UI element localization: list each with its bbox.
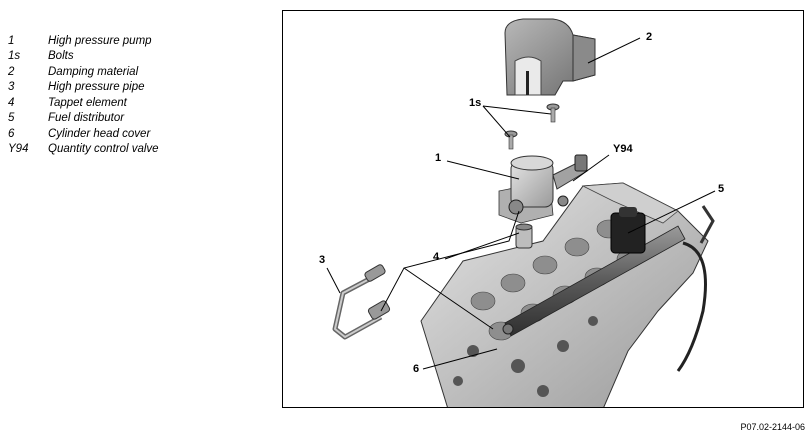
callout-5: 5 (718, 183, 725, 195)
legend-row: 1s Bolts (8, 49, 268, 65)
legend-row: Y94 Quantity control valve (8, 142, 268, 158)
legend-text: High pressure pipe (48, 81, 145, 94)
legend-number: 2 (8, 65, 15, 78)
high-pressure-pipe (332, 264, 391, 340)
legend-number: 1 (8, 34, 15, 47)
legend-text: High pressure pump (48, 34, 152, 47)
legend-row: 4 Tappet element (8, 95, 268, 111)
legend-text: Fuel distributor (48, 112, 125, 125)
legend-row: 5 Fuel distributor (8, 111, 268, 127)
engine-drawing (326, 18, 716, 407)
callout-6: 6 (413, 363, 420, 375)
callout-1: 1 (435, 152, 442, 164)
legend-text: Damping material (48, 65, 139, 78)
legend-row: 6 Cylinder head cover (8, 126, 268, 142)
figure-code: P07.02-2144-06 (740, 422, 805, 432)
callout-3: 3 (319, 254, 326, 266)
legend-text: Bolts (48, 50, 74, 63)
legend-number: 6 (8, 127, 15, 140)
legend-number: 4 (8, 96, 15, 109)
tappet-element (515, 223, 533, 249)
legend-number: Y94 (8, 143, 29, 156)
leader-lines (326, 37, 716, 370)
legend-number: 1s (8, 50, 21, 63)
legend-row: 2 Damping material (8, 64, 268, 80)
damping-material (504, 18, 596, 96)
bolts (504, 103, 560, 150)
legend: 1 High pressure pump 1s Bolts 2 Damping mat… (8, 33, 268, 157)
legend-number: 3 (8, 81, 15, 94)
callout-1s: 1s (469, 97, 482, 109)
legend-text: Quantity control valve (48, 143, 159, 156)
high-pressure-pump (498, 154, 588, 224)
fuel-distributor (502, 207, 686, 337)
callout-y94: Y94 (613, 143, 633, 155)
engine-illustration: 2 1s 1 Y94 5 4 3 6 (282, 10, 804, 408)
legend-text: Tappet element (48, 96, 127, 109)
legend-row: 3 High pressure pipe (8, 80, 268, 96)
legend-row: 1 High pressure pump (8, 33, 268, 49)
callout-4: 4 (433, 251, 440, 263)
legend-number: 5 (8, 112, 15, 125)
callout-2: 2 (646, 31, 653, 43)
legend-text: Cylinder head cover (48, 127, 151, 140)
